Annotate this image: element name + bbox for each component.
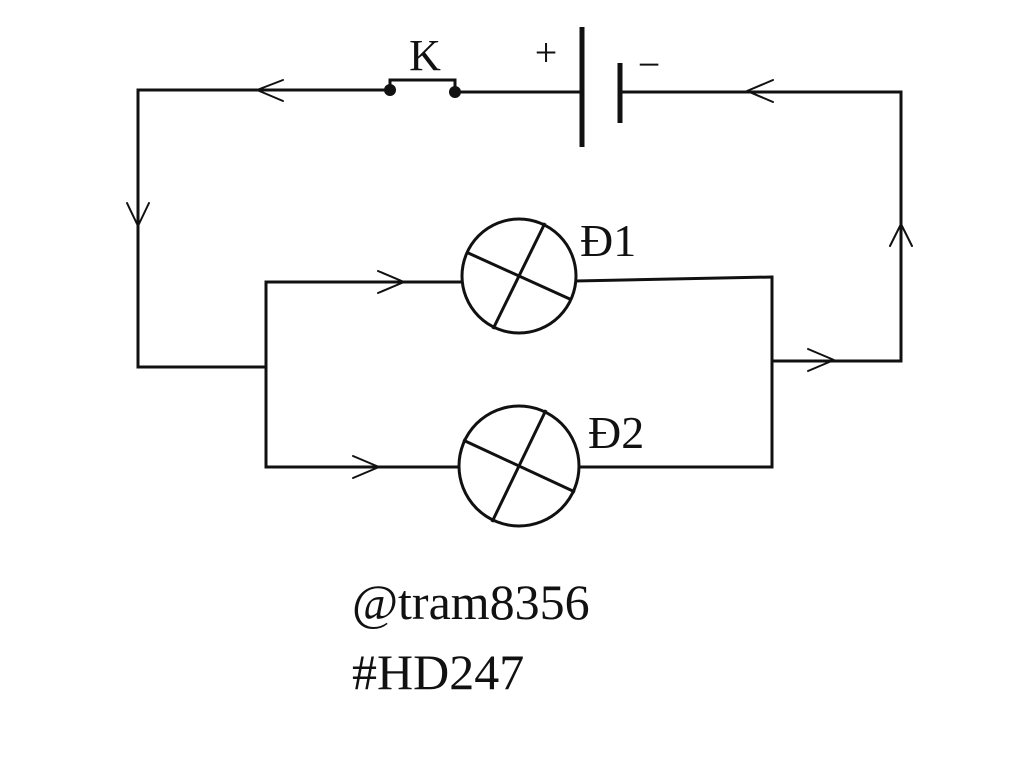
battery-positive-label: + xyxy=(535,30,558,75)
battery-negative-label: − xyxy=(638,42,661,87)
lamp-2-cross-b xyxy=(490,409,548,523)
lamp-icon xyxy=(457,404,581,528)
current-arrow-icon xyxy=(377,270,405,294)
credits: @tram8356 #HD247 xyxy=(352,574,590,700)
lamp-1-label: Đ1 xyxy=(580,215,636,266)
current-arrow-icon xyxy=(889,223,913,247)
outer-loop-wires xyxy=(136,88,903,369)
battery-icon: + − xyxy=(535,27,661,147)
wire-top-left xyxy=(136,88,392,369)
lamp-2: Đ2 xyxy=(457,404,644,528)
lamp-2-label: Đ2 xyxy=(588,407,644,458)
switch-label: K xyxy=(409,31,441,80)
author-credit: @tram8356 xyxy=(352,574,590,630)
current-arrow-icon xyxy=(746,79,774,103)
current-arrows xyxy=(126,79,913,479)
current-arrow-icon xyxy=(807,348,835,372)
current-arrow-icon xyxy=(352,455,380,479)
branch-top-right-wire xyxy=(574,275,774,283)
parallel-branch-wires xyxy=(264,275,774,469)
lamp-1: Đ1 xyxy=(460,215,636,335)
switch-terminal-left xyxy=(384,84,396,96)
switch-blade xyxy=(388,78,457,94)
switch-icon: K xyxy=(384,31,461,98)
tag-credit: #HD247 xyxy=(352,644,524,700)
lamp-1-cross-b xyxy=(491,222,547,330)
switch-terminal-right xyxy=(449,86,461,98)
current-arrow-icon xyxy=(126,202,150,227)
lamp-icon xyxy=(460,217,578,335)
current-arrow-icon xyxy=(256,79,284,102)
wire-battery-to-right xyxy=(618,90,903,363)
